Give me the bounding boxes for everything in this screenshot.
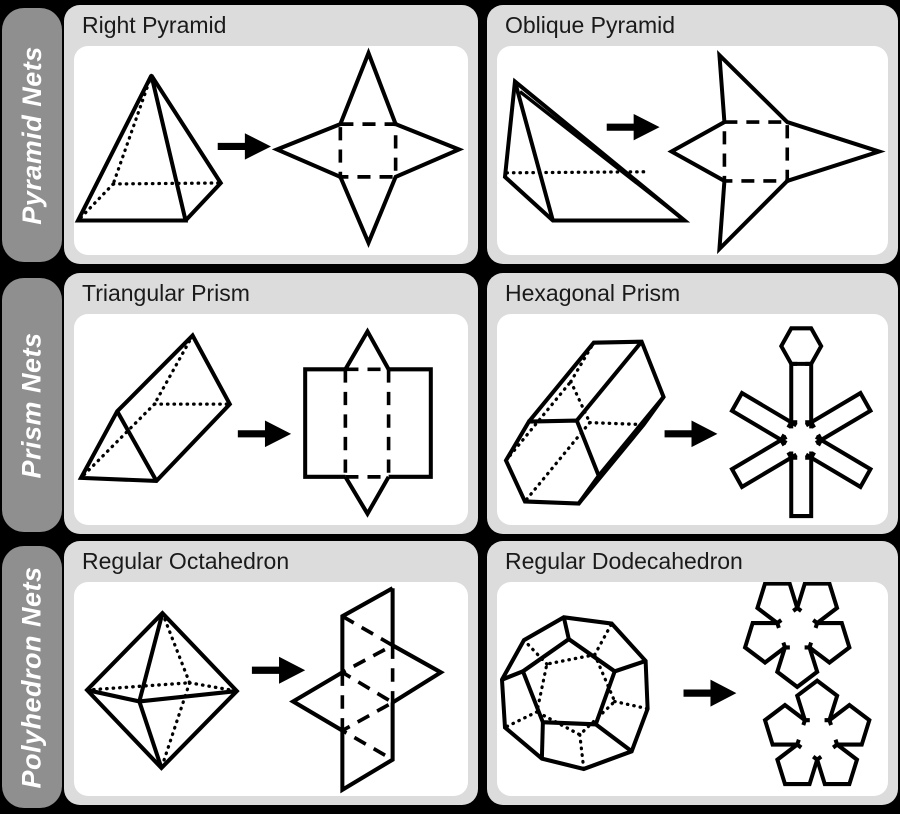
dodecahedron-net bbox=[742, 582, 872, 787]
sidebar-tab-label: Polyhedron Nets bbox=[16, 565, 47, 789]
panel-hexagonal-prism: Hexagonal Prism bbox=[487, 273, 898, 534]
panel-oblique-pyramid: Oblique Pyramid bbox=[487, 5, 898, 264]
unfold-arrow-icon bbox=[606, 113, 660, 141]
oblique-pyramid-diagram bbox=[502, 49, 886, 255]
unfold-arrow-icon bbox=[664, 420, 718, 448]
unfold-arrow-icon bbox=[683, 679, 737, 707]
right-pyramid-net bbox=[271, 47, 465, 249]
right-pyramid-3d-figure bbox=[74, 73, 224, 223]
panel-right-pyramid: Right Pyramid bbox=[64, 5, 478, 264]
panel-title: Regular Dodecahedron bbox=[505, 548, 743, 574]
hexagonal-prism-net bbox=[729, 326, 874, 519]
panel-drawing-area bbox=[74, 582, 468, 796]
hexagonal-prism-3d-figure bbox=[503, 339, 666, 506]
dodecahedron-3d-figure bbox=[499, 615, 650, 772]
triangular-prism-diagram bbox=[77, 327, 433, 518]
panel-regular-dodecahedron: Regular Dodecahedron bbox=[487, 541, 898, 805]
right-pyramid-diagram bbox=[74, 47, 465, 249]
panel-title: Oblique Pyramid bbox=[505, 12, 676, 38]
triangular-prism-3d-figure bbox=[77, 332, 233, 484]
unfold-arrow-icon bbox=[237, 420, 292, 448]
sidebar-tab-pyramid-nets: Pyramid Nets bbox=[2, 8, 62, 262]
panel-title: Triangular Prism bbox=[82, 280, 250, 306]
octahedron-3d-figure bbox=[84, 610, 240, 771]
regular-dodecahedron-diagram bbox=[499, 582, 872, 787]
sidebar-tab-label: Prism Nets bbox=[16, 331, 47, 479]
panel-drawing-area bbox=[497, 314, 888, 525]
panel-drawing-area bbox=[74, 46, 468, 255]
panel-drawing-area bbox=[74, 314, 468, 525]
octahedron-net bbox=[289, 586, 445, 794]
panel-title: Right Pyramid bbox=[82, 12, 227, 38]
panel-triangular-prism: Triangular Prism bbox=[64, 273, 478, 534]
panel-title: Regular Octahedron bbox=[82, 548, 290, 574]
panel-drawing-area bbox=[497, 46, 888, 255]
sidebar-tab-prism-nets: Prism Nets bbox=[2, 278, 62, 532]
panel-regular-octahedron: Regular Octahedron bbox=[64, 541, 478, 805]
oblique-pyramid-3d-figure bbox=[502, 77, 691, 223]
panel-title: Hexagonal Prism bbox=[505, 280, 681, 306]
panel-drawing-area bbox=[497, 582, 888, 796]
unfold-arrow-icon bbox=[217, 133, 271, 160]
triangular-prism-net bbox=[303, 327, 433, 518]
regular-octahedron-diagram bbox=[84, 586, 445, 794]
sidebar-tab-polyhedron-nets: Polyhedron Nets bbox=[2, 546, 62, 808]
oblique-pyramid-net bbox=[667, 49, 886, 255]
sidebar-tab-label: Pyramid Nets bbox=[16, 45, 47, 225]
unfold-arrow-icon bbox=[251, 656, 306, 684]
hexagonal-prism-diagram bbox=[503, 326, 874, 519]
